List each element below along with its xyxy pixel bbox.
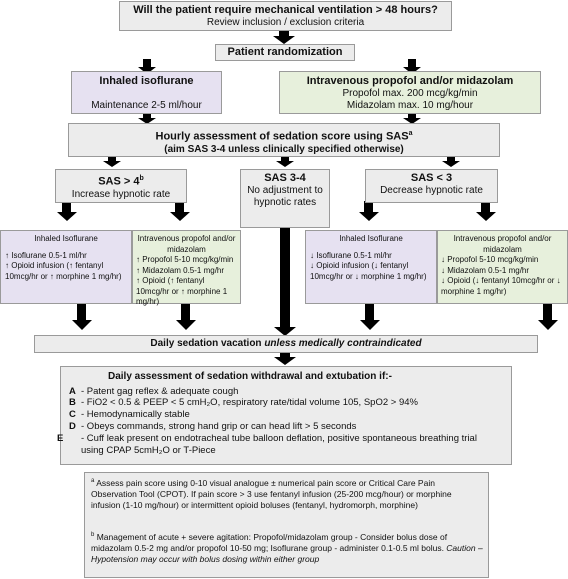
criterion-c: C- Hemodynamically stable — [69, 409, 190, 420]
arrow-to-inc-iso — [57, 201, 77, 221]
increase-isoflurane-opioid: ↑ Opioid infusion (↑ fentanyl 10mcg/hr o… — [5, 261, 122, 281]
arrow-to-iv — [403, 59, 421, 74]
decrease-isoflurane-title: Inhaled Isoflurane — [339, 234, 403, 243]
withdrawal-assessment-box: Daily assessment of sedation withdrawal … — [57, 366, 512, 465]
hourly-assessment-box: Hourly assessment of sedation score usin… — [68, 123, 500, 157]
arrow-iv-to-hourly — [403, 112, 421, 124]
arrow-dec-iso-to-vacation — [360, 302, 380, 330]
increase-iv-title: Intravenous propofol and/or midazolam — [137, 234, 236, 254]
arrow-inhaled-to-hourly — [138, 112, 156, 124]
decrease-midazolam-dose: ↓ Midazolam 0.5-1 mg/hr — [441, 265, 530, 275]
sas-high-action: Increase hypnotic rate — [71, 188, 171, 200]
increase-propofol-dose: ↑ Propofol 5-10 mcg/kg/min — [136, 255, 234, 264]
sas-high-box: SAS > 4b Increase hypnotic rate — [55, 169, 187, 203]
criterion-d: D- Obeys commands, strong hand grip or c… — [69, 421, 357, 432]
decrease-propofol-dose: ↓ Propofol 5-10 mcg/kg/min — [441, 255, 539, 264]
iv-propofol-max: Propofol max. 200 mcg/kg/min — [342, 88, 478, 99]
decrease-iv-opioid: ↓ Opioid (↓ fentanyl 10mcg/hr or ↓ morph… — [441, 276, 561, 296]
arrow-to-inc-iv — [170, 201, 190, 221]
arrow-vacation-to-withdrawal — [274, 352, 296, 365]
arrow-dec-iv-to-vacation — [538, 302, 558, 330]
arrow-to-inhaled — [138, 59, 156, 74]
sedation-vacation-condition: unless medically contraindicated — [264, 338, 422, 349]
increase-iv-box: Intravenous propofol and/or midazolam ↑ … — [132, 230, 241, 306]
arrow-top-to-randomization — [273, 30, 295, 44]
hourly-assessment-title: Hourly assessment of sedation score usin… — [155, 130, 413, 143]
withdrawal-assessment-title: Daily assessment of sedation withdrawal … — [108, 371, 392, 382]
footnotes-box: a Assess pain score using 0-10 visual an… — [84, 472, 489, 578]
inclusion-criteria-note: Review inclusion / exclusion criteria — [206, 17, 365, 28]
increase-isoflurane-dose: ↑ Isoflurane 0.5-1 ml/hr — [5, 250, 87, 260]
criterion-b: B- FiO2 < 0.5 & PEEP < 5 cmH₂O, respirat… — [69, 397, 418, 408]
sas-mid-action: No adjustment to hypnotic rates — [247, 185, 323, 208]
arrow-to-sas-low — [442, 155, 460, 167]
arrow-inc-iv-to-vacation — [176, 302, 196, 330]
sedation-vacation-box: Daily sedation vacation unless medically… — [34, 335, 538, 353]
arrow-sas-mid-to-vacation — [274, 227, 296, 336]
decrease-isoflurane-opioid: ↓ Opioid infusion (↓ fentanyl 10mcg/hr o… — [310, 261, 427, 281]
increase-isoflurane-title: Inhaled Isoflurane — [34, 234, 98, 243]
footnote-b: b Management of acute + severe agitation… — [91, 531, 483, 564]
decrease-isoflurane-box: Inhaled Isoflurane ↓ Isoflurane 0.5-1 ml… — [305, 230, 437, 304]
increase-midazolam-dose: ↑ Midazolam 0.5-1 mg/hr — [136, 265, 225, 275]
criterion-a: A- Patent gag reflex & adequate cough — [69, 386, 239, 397]
ventilation-question-box: Will the patient require mechanical vent… — [119, 1, 452, 31]
decrease-iv-box: Intravenous propofol and/or midazolam ↓ … — [437, 230, 568, 304]
increase-iv-opioid: ↑ Opioid (↑ fentanyl 10mcg/hr or ↑ morph… — [136, 276, 228, 306]
inhaled-isoflurane-box: Inhaled isoflurane Maintenance 2-5 ml/ho… — [71, 71, 222, 114]
sas-high-title: SAS > 4b — [98, 175, 144, 188]
sas-mid-box: SAS 3-4 No adjustment to hypnotic rates — [240, 169, 330, 228]
decrease-isoflurane-dose: ↓ Isoflurane 0.5-1 ml/hr — [310, 250, 392, 260]
inhaled-isoflurane-title: Inhaled isoflurane — [99, 75, 194, 87]
decrease-iv-title: Intravenous propofol and/or midazolam — [453, 234, 552, 254]
iv-propofol-title: Intravenous propofol and/or midazolam — [306, 75, 514, 87]
sas-low-box: SAS < 3 Decrease hypnotic rate — [365, 169, 498, 203]
sas-low-title: SAS < 3 — [410, 172, 453, 184]
sas-low-action: Decrease hypnotic rate — [380, 185, 483, 196]
sas-mid-title: SAS 3-4 — [264, 172, 306, 184]
iv-propofol-box: Intravenous propofol and/or midazolam Pr… — [279, 71, 541, 114]
criterion-e: E- Cuff leak present on endotracheal tub… — [57, 433, 477, 456]
arrow-to-dec-iso — [359, 201, 379, 221]
randomization-label: Patient randomization — [227, 46, 343, 58]
randomization-box: Patient randomization — [215, 44, 355, 61]
arrow-inc-iso-to-vacation — [72, 302, 92, 330]
arrow-to-dec-iv — [476, 201, 496, 221]
arrow-to-sas-high — [103, 155, 121, 167]
hourly-assessment-aim: (aim SAS 3-4 unless clinically specified… — [164, 143, 404, 155]
ventilation-question: Will the patient require mechanical vent… — [133, 4, 438, 16]
sedation-vacation-label: Daily sedation vacation — [150, 338, 265, 349]
increase-isoflurane-box: Inhaled Isoflurane ↑ Isoflurane 0.5-1 ml… — [0, 230, 132, 304]
arrow-to-sas-mid — [276, 155, 294, 167]
inhaled-maintenance: Maintenance 2-5 ml/hour — [91, 100, 202, 111]
footnote-a: a Assess pain score using 0-10 visual an… — [91, 477, 452, 510]
iv-midazolam-max: Midazolam max. 10 mg/hour — [346, 100, 474, 111]
